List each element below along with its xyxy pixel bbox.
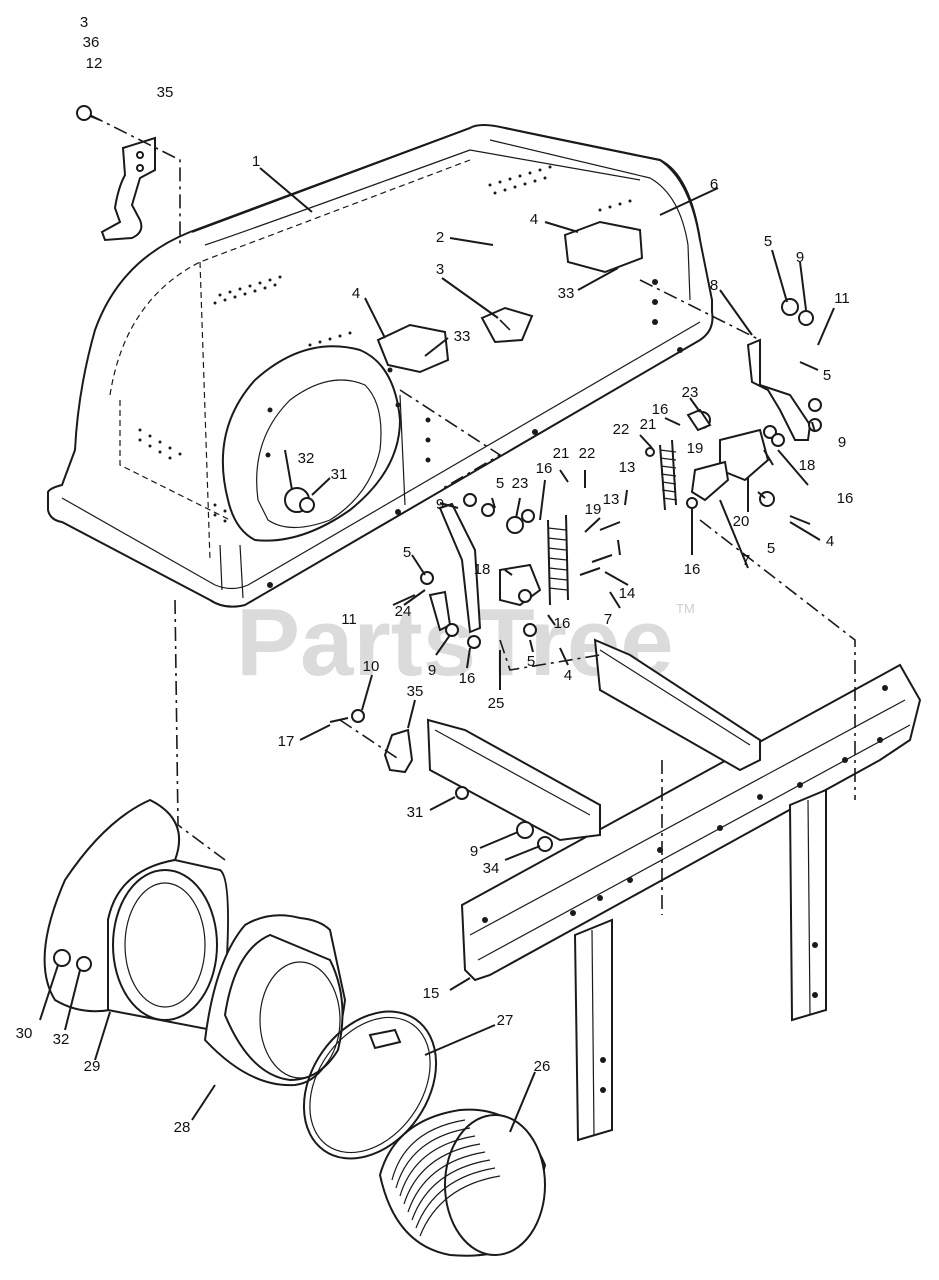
callout-5-f: 5 (527, 653, 535, 670)
callout-16-e: 16 (554, 615, 571, 632)
callout-28: 28 (174, 1119, 191, 1136)
callout-19-b: 19 (585, 501, 602, 518)
chute-housing-part (43, 798, 230, 1032)
callout-32-b: 32 (53, 1031, 70, 1048)
callout-21-a: 21 (640, 416, 657, 433)
callout-32-a: 32 (298, 450, 315, 467)
callout-5-b: 5 (823, 367, 831, 384)
callout-16-a: 16 (652, 401, 669, 418)
hose-clamp-part (302, 1010, 438, 1160)
lower-latch-part (329, 709, 553, 852)
callout-5-a: 5 (764, 233, 772, 250)
callout-22-a: 22 (613, 421, 630, 438)
callout-16-b: 16 (837, 490, 854, 507)
callout-31-a: 31 (331, 466, 348, 483)
callout-5-e: 5 (403, 544, 411, 561)
callout-18-a: 18 (799, 457, 816, 474)
callout-35-b: 35 (407, 683, 424, 700)
watermark-trademark: TM (676, 601, 695, 616)
callout-22-b: 22 (579, 445, 596, 462)
callout-5-d: 5 (767, 540, 775, 557)
spring-assembly-left (547, 514, 569, 606)
callout-9-a: 9 (796, 249, 804, 266)
callout-2: 2 (436, 229, 444, 246)
callout-19-a: 19 (687, 440, 704, 457)
spring-assembly-right (659, 439, 678, 511)
latch-bracket-part (76, 105, 156, 242)
callout-12-top: 12 (86, 55, 103, 72)
callout-9-e: 9 (470, 843, 478, 860)
callout-9-b: 9 (838, 434, 846, 451)
callout-26: 26 (534, 1058, 551, 1075)
callout-3-mid: 3 (436, 261, 444, 278)
callout-4-a: 4 (530, 211, 538, 228)
leader-lines (39, 167, 835, 1133)
callout-9-d: 9 (428, 662, 436, 679)
callout-16-c: 16 (536, 460, 553, 477)
callout-5-c: 5 (496, 475, 504, 492)
callout-labels: 3 36 12 35 1 6 2 4 3 33 4 33 5 9 8 11 5 … (16, 14, 854, 1136)
callout-14: 14 (619, 585, 636, 602)
frame-chassis-part (426, 638, 922, 1142)
callout-34: 34 (483, 860, 500, 877)
flex-hose-part (378, 1108, 547, 1257)
callout-10: 10 (363, 658, 380, 675)
callout-31-b: 31 (407, 804, 424, 821)
callout-27: 27 (497, 1012, 514, 1029)
callout-33-a: 33 (558, 285, 575, 302)
callout-21-b: 21 (553, 445, 570, 462)
callout-35-top: 35 (157, 84, 174, 101)
callout-24: 24 (395, 603, 412, 620)
callout-18-b: 18 (474, 561, 491, 578)
assembly-lines (89, 114, 856, 915)
hinge-bracket-right (645, 298, 822, 525)
callout-23-b: 23 (512, 475, 529, 492)
callout-6: 6 (710, 176, 718, 193)
callout-13-b: 13 (603, 491, 620, 508)
callout-25: 25 (488, 695, 505, 712)
callout-3-top: 3 (80, 14, 88, 31)
callout-33-b: 33 (454, 328, 471, 345)
callout-16-d: 16 (684, 561, 701, 578)
chute-adapter-part (203, 914, 347, 1087)
vent-dots (138, 165, 683, 588)
callout-9-c: 9 (436, 496, 444, 513)
callout-8: 8 (710, 277, 718, 294)
callout-7-a: 7 (742, 552, 750, 569)
callout-36-top: 36 (83, 34, 100, 51)
callout-13-a: 13 (619, 459, 636, 476)
callout-7-b: 7 (604, 611, 612, 628)
callout-30: 30 (16, 1025, 33, 1042)
hood-cover-part (47, 124, 714, 608)
callout-1: 1 (252, 153, 260, 170)
callout-11-a: 11 (834, 290, 850, 307)
callout-16-f: 16 (459, 670, 476, 687)
callout-4-d: 4 (564, 667, 572, 684)
callout-15: 15 (423, 985, 440, 1002)
callout-23-a: 23 (682, 384, 699, 401)
callout-4-b: 4 (352, 285, 360, 302)
callout-4-c: 4 (826, 533, 834, 550)
callout-20: 20 (733, 513, 750, 530)
callout-17: 17 (278, 733, 295, 750)
callout-11-b: 11 (341, 611, 357, 628)
callout-29: 29 (84, 1058, 101, 1075)
